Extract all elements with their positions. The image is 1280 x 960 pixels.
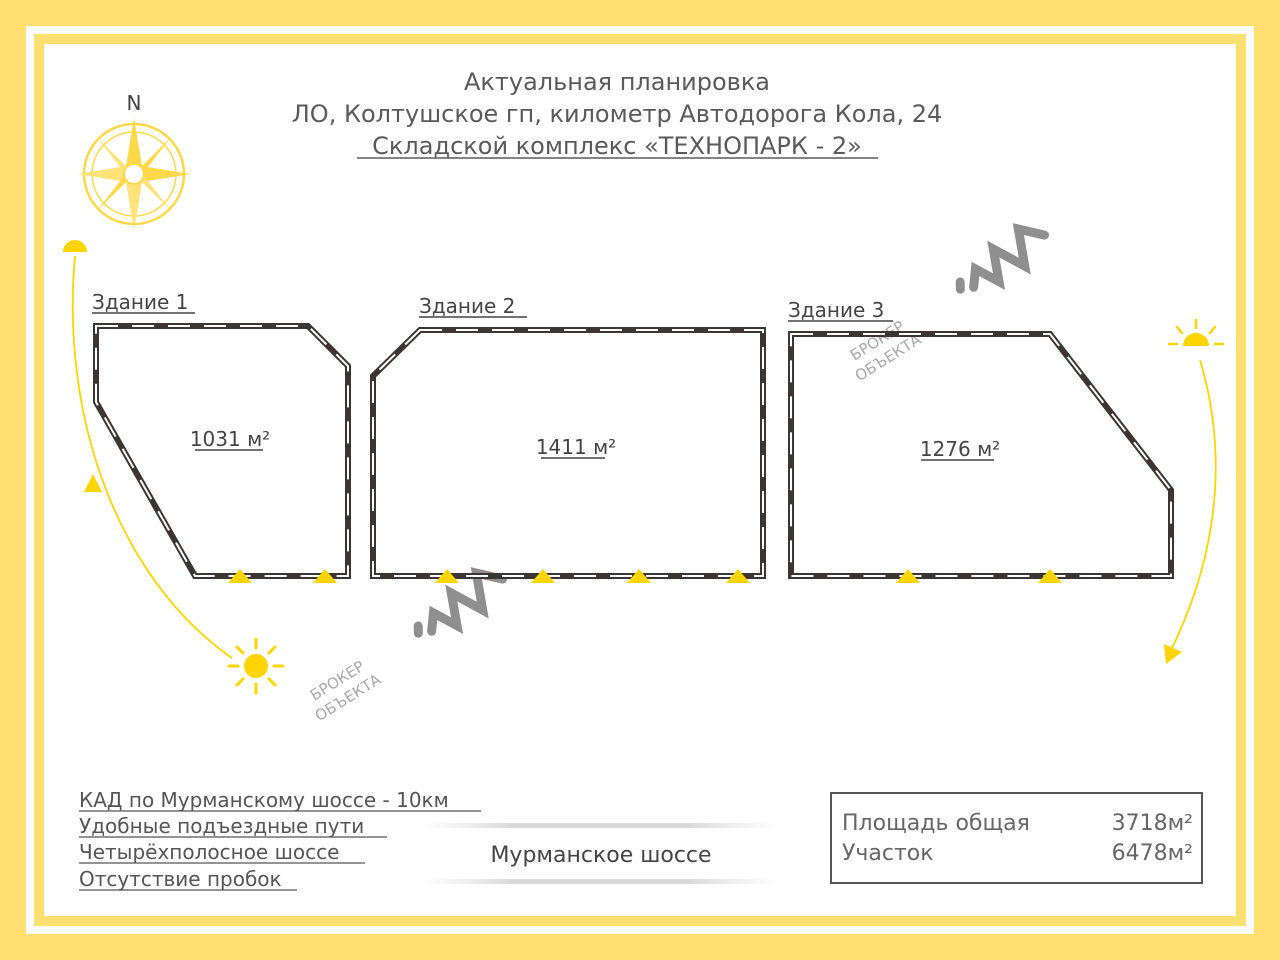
road-edge-bottom bbox=[420, 879, 780, 884]
title-line-1: Актуальная планировка bbox=[464, 68, 770, 96]
title-line-2: ЛО, Колтушское гп, километр Автодорога К… bbox=[292, 100, 943, 128]
building-3-area: 1276 м² bbox=[920, 437, 1000, 461]
building-3-label: Здание 3 bbox=[788, 298, 884, 322]
features-list: КАД по Мурманскому шоссе - 10км Удобные … bbox=[79, 788, 481, 891]
gate-arrow-icon bbox=[435, 569, 459, 583]
building-1-label: Здание 1 bbox=[92, 290, 188, 314]
building-2-area: 1411 м² bbox=[536, 435, 616, 459]
plot-area-label: Участок bbox=[842, 841, 934, 866]
gate-arrow-icon bbox=[228, 569, 252, 583]
title-line-3: Складской комплекс «ТЕХНОПАРК - 2» bbox=[372, 132, 862, 160]
gate-arrow-icon bbox=[896, 569, 920, 583]
page-title: Актуальная планировка ЛО, Колтушское гп,… bbox=[292, 68, 943, 160]
building-2[interactable]: Здание 2 1411 м² bbox=[370, 294, 766, 583]
sunset-icon bbox=[1167, 318, 1225, 346]
total-area-label: Площадь общая bbox=[842, 811, 1030, 836]
total-area-value: 3718м² bbox=[1112, 811, 1193, 836]
sun-path-arrow bbox=[84, 474, 102, 492]
sun-path-arrow bbox=[1164, 644, 1182, 664]
building-3-outline bbox=[788, 331, 1174, 579]
feature-item: Удобные подъездные пути bbox=[79, 814, 364, 838]
building-1-dash bbox=[95, 325, 349, 577]
gate-arrow-icon bbox=[627, 569, 651, 583]
road: Мурманское шоссе bbox=[420, 823, 780, 884]
plot-area-value: 6478м² bbox=[1112, 841, 1193, 866]
sun-path-left bbox=[63, 240, 233, 659]
north-label: N bbox=[127, 91, 142, 115]
building-2-label: Здание 2 bbox=[419, 294, 515, 318]
gate-arrow-icon bbox=[1038, 569, 1062, 583]
road-label: Мурманское шоссе bbox=[490, 843, 711, 868]
building-2-dash bbox=[372, 329, 764, 577]
building-3[interactable]: Здание 3 1276 м² bbox=[788, 298, 1174, 583]
broker-watermark: БРОКЕР ОБЪЕКТА bbox=[847, 317, 925, 385]
gate-arrow-icon bbox=[726, 569, 750, 583]
road-edge-top bbox=[420, 823, 780, 828]
sun-path-right bbox=[1164, 359, 1217, 664]
gate-arrow-icon bbox=[531, 569, 555, 583]
feature-item: Четырёхполосное шоссе bbox=[79, 840, 339, 864]
content-area bbox=[44, 44, 1236, 916]
building-1[interactable]: Здание 1 1031 м² bbox=[92, 290, 351, 583]
gate-arrow-icon bbox=[313, 569, 337, 583]
sun-icon bbox=[227, 637, 285, 695]
building-1-area: 1031 м² bbox=[190, 427, 270, 451]
sunrise-icon bbox=[63, 240, 87, 252]
feature-item: КАД по Мурманскому шоссе - 10км bbox=[79, 788, 449, 812]
feature-item: Отсутствие пробок bbox=[79, 867, 282, 891]
compass-rose-icon: N bbox=[78, 91, 190, 230]
broker-logo-icon bbox=[955, 223, 1050, 294]
summary-box: Площадь общая 3718м² Участок 6478м² bbox=[830, 792, 1203, 884]
